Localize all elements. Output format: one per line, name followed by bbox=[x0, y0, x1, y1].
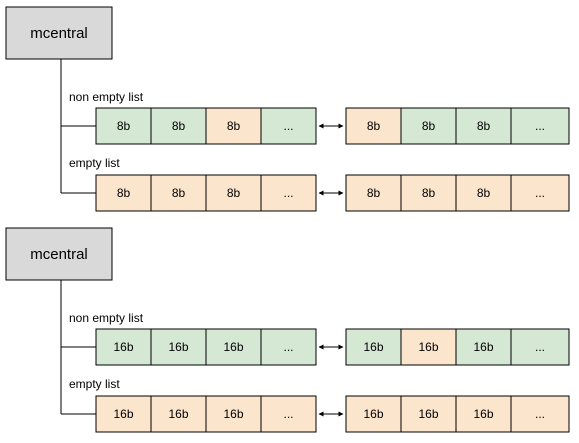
span-cell-label: 8b bbox=[227, 186, 241, 200]
mcentral-group: mcentral non empty list 16b 16b 16b... 16b 16b… bbox=[5, 227, 570, 433]
span-cell bbox=[455, 107, 512, 145]
span-cell bbox=[455, 328, 512, 366]
non-empty-list-label: non empty list bbox=[69, 90, 144, 104]
span-cell-label: 16b bbox=[113, 407, 133, 421]
span-cell bbox=[95, 174, 152, 212]
span-cell bbox=[205, 328, 262, 366]
non-empty-list-label: non empty list bbox=[69, 311, 144, 325]
span-cell-label: 16b bbox=[223, 340, 243, 354]
span-cell bbox=[95, 328, 152, 366]
span-cell-label: ... bbox=[283, 340, 293, 354]
span-cell-label: ... bbox=[283, 186, 293, 200]
empty-list-label: empty list bbox=[69, 156, 120, 170]
span-cell-label: 8b bbox=[477, 186, 491, 200]
span-cell bbox=[345, 107, 402, 145]
span-cell bbox=[510, 107, 570, 145]
span-cell bbox=[150, 174, 207, 212]
span-cell-label: 16b bbox=[168, 340, 188, 354]
span-cell bbox=[150, 107, 207, 145]
span-cell bbox=[260, 328, 317, 366]
span-cell bbox=[510, 174, 570, 212]
span-cell-label: 8b bbox=[477, 119, 491, 133]
span-cell-label: 8b bbox=[422, 186, 436, 200]
span-cell bbox=[510, 395, 570, 433]
span-cell bbox=[400, 395, 457, 433]
span-cell bbox=[150, 395, 207, 433]
span-cell-label: 8b bbox=[172, 119, 186, 133]
span-cell-label: 8b bbox=[172, 186, 186, 200]
span-cell-label: ... bbox=[283, 407, 293, 421]
span-cell-label: 16b bbox=[168, 407, 188, 421]
span-cell-label: 16b bbox=[113, 340, 133, 354]
span-cell-label: ... bbox=[283, 119, 293, 133]
span-cell-label: 16b bbox=[418, 340, 438, 354]
span-cell bbox=[260, 395, 317, 433]
span-cell bbox=[345, 328, 402, 366]
span-cell-label: 8b bbox=[422, 119, 436, 133]
span-cell-label: 16b bbox=[363, 407, 383, 421]
span-cell-label: 8b bbox=[117, 186, 131, 200]
span-cell-label: 16b bbox=[363, 340, 383, 354]
mcentral-title: mcentral bbox=[30, 25, 88, 42]
span-cell-label: ... bbox=[535, 119, 545, 133]
span-cell bbox=[400, 328, 457, 366]
span-cell-label: 16b bbox=[473, 407, 493, 421]
span-cell bbox=[95, 107, 152, 145]
span-cell bbox=[260, 107, 317, 145]
span-cell-label: 8b bbox=[117, 119, 131, 133]
span-cell bbox=[205, 107, 262, 145]
span-cell-label: ... bbox=[535, 407, 545, 421]
span-cell-label: ... bbox=[535, 186, 545, 200]
span-cell bbox=[400, 107, 457, 145]
span-cell-label: 8b bbox=[227, 119, 241, 133]
mcentral-title: mcentral bbox=[30, 246, 88, 263]
span-cell bbox=[205, 174, 262, 212]
span-cell bbox=[95, 395, 152, 433]
span-cell-label: 16b bbox=[223, 407, 243, 421]
span-cell bbox=[510, 328, 570, 366]
empty-list-label: empty list bbox=[69, 377, 120, 391]
mcentral-group: mcentral non empty list 8b 8b 8b... 8b 8b 8b...… bbox=[5, 6, 570, 212]
span-cell bbox=[150, 328, 207, 366]
span-cell-label: 16b bbox=[473, 340, 493, 354]
span-cell bbox=[455, 395, 512, 433]
span-cell-label: 16b bbox=[418, 407, 438, 421]
mcentral-box bbox=[5, 227, 113, 281]
span-cell-label: 8b bbox=[367, 119, 381, 133]
span-cell-label: 8b bbox=[367, 186, 381, 200]
span-cell bbox=[345, 174, 402, 212]
span-cell bbox=[260, 174, 317, 212]
span-cell-label: ... bbox=[535, 340, 545, 354]
mcentral-box bbox=[5, 6, 113, 60]
